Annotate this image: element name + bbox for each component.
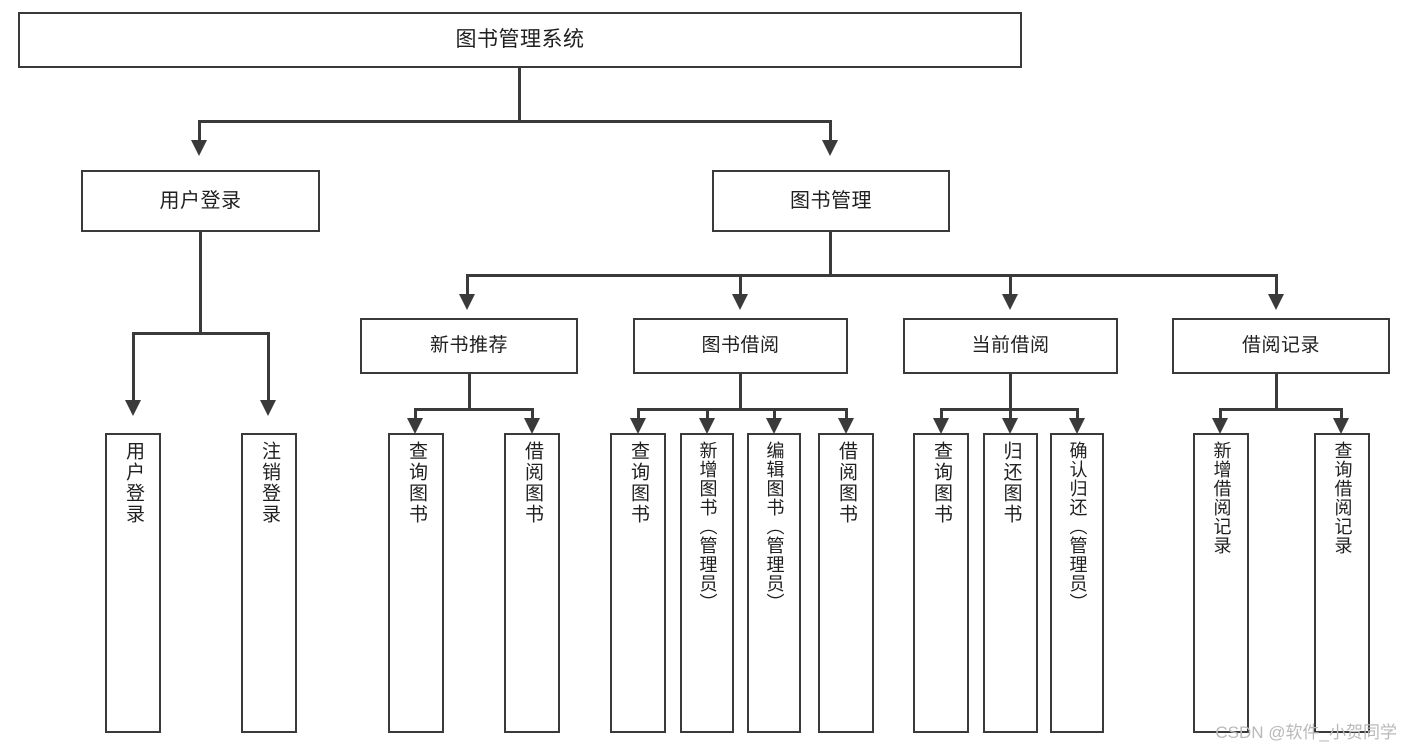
connector-drop-book-manage <box>829 120 832 142</box>
connector-drop-br-2 <box>1340 408 1343 420</box>
node-book-borrow[interactable]: 图书借阅 <box>633 318 848 374</box>
leaf-nbr-borrow-book[interactable]: 借阅图书 <box>504 433 560 733</box>
arrowhead-br-1 <box>1212 418 1228 434</box>
connector-drop-cb-1 <box>940 408 943 420</box>
connector-drop-l2-4 <box>1275 274 1278 296</box>
arrowhead-ul-1 <box>125 400 141 416</box>
connector-user-login-bus <box>132 332 270 335</box>
arrowhead-bb-2 <box>699 418 715 434</box>
connector-drop-ul-2 <box>267 332 270 402</box>
arrowhead-l2-2 <box>732 294 748 310</box>
node-root-system[interactable]: 图书管理系统 <box>18 12 1022 68</box>
connector-drop-cb-3 <box>1076 408 1079 420</box>
node-label: 查询借阅记录 <box>1332 441 1353 555</box>
node-borrow-record[interactable]: 借阅记录 <box>1172 318 1390 374</box>
arrowhead-nbr-1 <box>407 418 423 434</box>
connector-br-stem <box>1275 374 1278 410</box>
node-user-login[interactable]: 用户登录 <box>81 170 320 232</box>
node-label: 借阅记录 <box>1241 335 1320 357</box>
leaf-user-login[interactable]: 用户登录 <box>105 433 161 733</box>
arrowhead-ul-2 <box>260 400 276 416</box>
arrowhead-cb-2 <box>1002 418 1018 434</box>
arrowhead-l2-3 <box>1002 294 1018 310</box>
connector-nbr-bus <box>414 408 534 411</box>
node-label: 图书管理 <box>790 189 872 212</box>
leaf-br-query-record[interactable]: 查询借阅记录 <box>1314 433 1370 733</box>
connector-drop-nbr-1 <box>414 408 417 420</box>
connector-drop-user-login <box>198 120 201 142</box>
connector-root-bus <box>198 120 832 123</box>
leaf-bb-add-book-admin[interactable]: 新增图书（管理员） <box>680 433 734 733</box>
node-label: 用户登录 <box>122 441 144 525</box>
node-label: 借阅图书 <box>521 441 543 525</box>
arrowhead-l2-1 <box>459 294 475 310</box>
connector-drop-bb-4 <box>845 408 848 420</box>
connector-drop-bb-3 <box>773 408 776 420</box>
connector-book-manage-stem <box>829 232 832 276</box>
leaf-nbr-query-book[interactable]: 查询图书 <box>388 433 444 733</box>
connector-drop-bb-2 <box>706 408 709 420</box>
connector-cb-stem <box>1009 374 1012 410</box>
arrowhead-l2-4 <box>1268 294 1284 310</box>
arrowhead-bb-4 <box>838 418 854 434</box>
arrowhead-user-login <box>191 140 207 156</box>
node-label: 注销登录 <box>258 441 280 525</box>
node-label: 查询图书 <box>627 441 649 525</box>
leaf-bb-query-book[interactable]: 查询图书 <box>610 433 666 733</box>
connector-bb-bus <box>637 408 848 411</box>
connector-drop-cb-2 <box>1009 408 1012 420</box>
node-label: 图书管理系统 <box>455 27 585 51</box>
connector-drop-ul-1 <box>132 332 135 402</box>
arrowhead-cb-1 <box>933 418 949 434</box>
node-label: 编辑图书（管理员） <box>764 441 785 612</box>
node-label: 查询图书 <box>405 441 427 525</box>
leaf-logout[interactable]: 注销登录 <box>241 433 297 733</box>
connector-drop-l2-1 <box>466 274 469 296</box>
node-label: 确认归还（管理员） <box>1067 441 1088 612</box>
connector-user-login-stem <box>199 232 202 334</box>
connector-br-bus <box>1219 408 1343 411</box>
connector-level2-bus <box>466 274 1278 277</box>
arrowhead-bb-3 <box>766 418 782 434</box>
leaf-cb-query-book[interactable]: 查询图书 <box>913 433 969 733</box>
node-new-book-recommend[interactable]: 新书推荐 <box>360 318 578 374</box>
leaf-bb-borrow-book[interactable]: 借阅图书 <box>818 433 874 733</box>
node-label: 用户登录 <box>159 189 242 212</box>
arrowhead-br-2 <box>1333 418 1349 434</box>
leaf-cb-return-book[interactable]: 归还图书 <box>983 433 1038 733</box>
leaf-bb-edit-book-admin[interactable]: 编辑图书（管理员） <box>747 433 801 733</box>
arrowhead-cb-3 <box>1069 418 1085 434</box>
connector-drop-l2-2 <box>739 274 742 296</box>
connector-drop-nbr-2 <box>531 408 534 420</box>
node-label: 查询图书 <box>930 441 952 525</box>
arrowhead-book-manage <box>822 140 838 156</box>
leaf-cb-confirm-return-admin[interactable]: 确认归还（管理员） <box>1050 433 1104 733</box>
connector-nbr-stem <box>468 374 471 410</box>
arrowhead-nbr-2 <box>524 418 540 434</box>
leaf-br-add-record[interactable]: 新增借阅记录 <box>1193 433 1249 733</box>
connector-drop-l2-3 <box>1009 274 1012 296</box>
connector-drop-br-1 <box>1219 408 1222 420</box>
connector-root-stem <box>518 68 521 122</box>
node-label: 当前借阅 <box>971 335 1050 357</box>
arrowhead-bb-1 <box>630 418 646 434</box>
node-current-borrow[interactable]: 当前借阅 <box>903 318 1118 374</box>
connector-bb-stem <box>739 374 742 410</box>
node-label: 借阅图书 <box>835 441 857 525</box>
node-label: 新增借阅记录 <box>1211 441 1232 555</box>
node-label: 归还图书 <box>1000 441 1022 525</box>
connector-drop-bb-1 <box>637 408 640 420</box>
node-book-manage[interactable]: 图书管理 <box>712 170 950 232</box>
node-label: 新增图书（管理员） <box>697 441 718 612</box>
node-label: 新书推荐 <box>429 335 508 357</box>
node-label: 图书借阅 <box>701 335 780 357</box>
